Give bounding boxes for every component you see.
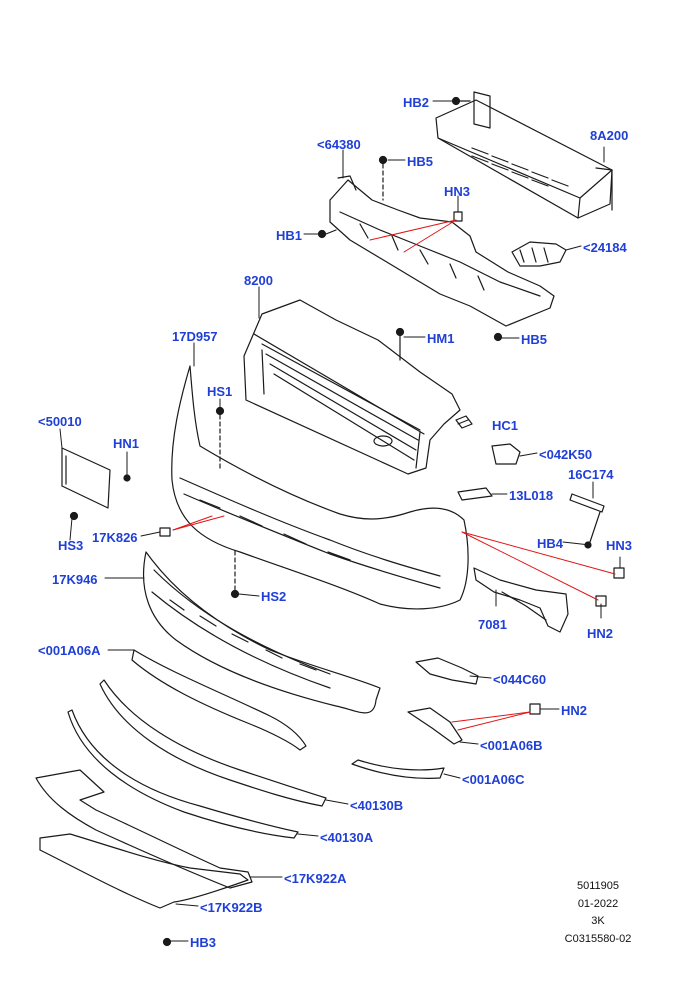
callout-001a06c[interactable]: <001A06C xyxy=(462,772,525,787)
callout-001a06b[interactable]: <001A06B xyxy=(480,738,543,753)
callout-hb1[interactable]: HB1 xyxy=(276,228,303,243)
diagram-reference: C0315580-02 xyxy=(564,933,632,945)
clip-hn3-mid[interactable] xyxy=(613,567,625,579)
callout-13l018[interactable]: 13L018 xyxy=(509,488,554,503)
clip-hn2-low[interactable] xyxy=(529,703,541,715)
bolt-hb4[interactable] xyxy=(584,511,601,549)
leader-lines xyxy=(59,100,621,942)
callout-hn3-top[interactable]: HN3 xyxy=(444,184,471,199)
callout-40130a[interactable]: <40130A xyxy=(320,830,374,845)
callout-17k922b[interactable]: <17K922B xyxy=(200,900,263,915)
trim-16c174[interactable] xyxy=(569,493,605,513)
radiator-grille[interactable] xyxy=(243,299,461,475)
callout-hn2-low[interactable]: HN2 xyxy=(561,703,588,718)
callout-hs2[interactable]: HS2 xyxy=(261,589,287,604)
bumper-cover[interactable] xyxy=(171,365,469,610)
bolt-hb5-top[interactable] xyxy=(378,155,388,201)
diagram-number: 5011905 xyxy=(576,880,619,892)
trim-001a06c[interactable] xyxy=(351,759,445,779)
callout-40130b[interactable]: <40130B xyxy=(350,798,404,813)
clip-hs1[interactable] xyxy=(215,406,225,471)
callout-16c174[interactable]: 16C174 xyxy=(568,467,614,482)
callout-hn2-right[interactable]: HN2 xyxy=(587,626,614,641)
callout-hb3[interactable]: HB3 xyxy=(190,935,217,950)
callout-8200[interactable]: 8200 xyxy=(244,273,273,288)
callout-17d957[interactable]: 17D957 xyxy=(172,329,218,344)
callout-17k946[interactable]: 17K946 xyxy=(52,572,98,587)
callout-8a200[interactable]: 8A200 xyxy=(590,128,629,143)
callout-hb5-top[interactable]: HB5 xyxy=(407,154,434,169)
callout-042k50[interactable]: <042K50 xyxy=(539,447,593,462)
crash-beam-bracket[interactable] xyxy=(435,91,613,219)
lower-grille[interactable] xyxy=(142,551,381,714)
licence-plate-bracket[interactable] xyxy=(61,447,111,509)
strip-001a06a[interactable] xyxy=(131,649,307,751)
diagram-date: 01-2022 xyxy=(577,898,619,910)
callout-hn3-mid[interactable]: HN3 xyxy=(606,538,633,553)
callout-17k826[interactable]: 17K826 xyxy=(92,530,138,545)
bracket-042k50[interactable] xyxy=(491,443,521,465)
side-bracket-7081[interactable] xyxy=(473,567,569,633)
red-leader-lines xyxy=(172,219,616,731)
callout-64380[interactable]: <64380 xyxy=(317,137,361,152)
callout-7081[interactable]: 7081 xyxy=(478,617,507,632)
clip-hn3-top[interactable] xyxy=(453,211,463,222)
under-shield-17k922b[interactable] xyxy=(39,833,249,909)
diagram-code: 3K xyxy=(591,915,605,927)
screw-hs2[interactable] xyxy=(230,549,240,599)
callout-hs3[interactable]: HS3 xyxy=(58,538,84,553)
clip-hc1[interactable] xyxy=(455,415,473,429)
callout-hb5-mid[interactable]: HB5 xyxy=(521,332,548,347)
bracket-044c60[interactable] xyxy=(415,657,479,685)
under-shield-17k922a[interactable] xyxy=(35,769,253,889)
bolt-hb1[interactable] xyxy=(317,229,337,239)
callout-001a06a[interactable]: <001A06A xyxy=(38,643,101,658)
bolt-hb3[interactable] xyxy=(162,937,172,947)
callout-50010[interactable]: <50010 xyxy=(38,414,82,429)
callout-hb4[interactable]: HB4 xyxy=(537,536,564,551)
callout-044c60[interactable]: <044C60 xyxy=(493,672,547,687)
bracket-24184[interactable] xyxy=(511,241,567,267)
trim-40130b[interactable] xyxy=(99,679,327,807)
callout-hm1[interactable]: HM1 xyxy=(427,331,455,346)
clip-17k826[interactable] xyxy=(159,527,171,537)
callout-17k922a[interactable]: <17K922A xyxy=(284,871,347,886)
callout-hn1[interactable]: HN1 xyxy=(113,436,140,451)
trim-40130a[interactable] xyxy=(67,709,299,839)
callout-hc1[interactable]: HC1 xyxy=(492,418,519,433)
bolt-hb5-mid[interactable] xyxy=(493,332,503,342)
screw-hm1[interactable] xyxy=(395,327,405,361)
callout-hb2[interactable]: HB2 xyxy=(403,95,430,110)
callout-hs1[interactable]: HS1 xyxy=(207,384,233,399)
energy-absorber[interactable] xyxy=(329,175,555,327)
callout-24184[interactable]: <24184 xyxy=(583,240,627,255)
bracket-001a06b[interactable] xyxy=(407,707,463,745)
cover-13l018[interactable] xyxy=(457,487,493,501)
